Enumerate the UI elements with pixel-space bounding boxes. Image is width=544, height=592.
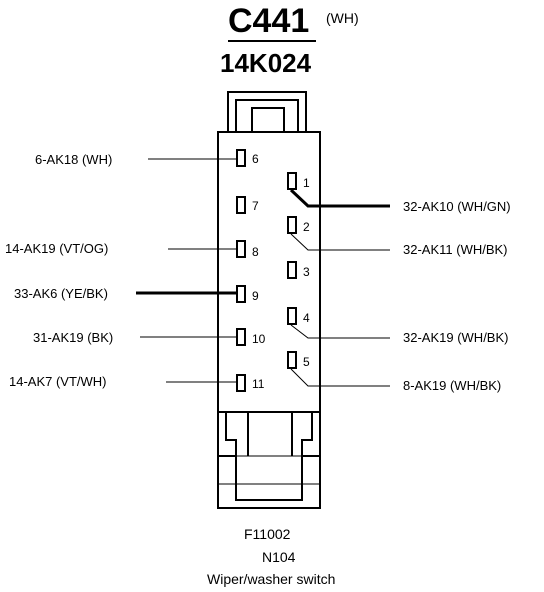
pin-3 [287, 261, 297, 279]
connector-id: C441 [228, 2, 310, 40]
pin-2 [287, 216, 297, 234]
pin-4 [287, 307, 297, 325]
svg-text:10: 10 [252, 332, 266, 346]
part-number: 14K024 [220, 48, 312, 78]
caption: Wiper/washer switch [207, 571, 336, 587]
pin-8 [236, 240, 246, 258]
figure-code: F11002 [244, 526, 291, 542]
wire-label-pin-1: 32-AK10 (WH/GN) [403, 199, 511, 214]
svg-text:3: 3 [303, 265, 310, 279]
pin-9 [236, 285, 246, 303]
svg-text:9: 9 [252, 289, 259, 303]
svg-text:7: 7 [252, 199, 259, 213]
svg-text:1: 1 [303, 176, 310, 190]
wire-label-pin-8: 14-AK19 (VT/OG) [5, 241, 109, 256]
wire-label-pin-6: 6-AK18 (WH) [35, 152, 113, 167]
connector-bottom [217, 412, 321, 509]
pin-10 [236, 328, 246, 346]
pin-11 [236, 374, 246, 392]
wire-label-pin-10: 31-AK19 (BK) [33, 330, 114, 345]
wire-label-pin-2: 32-AK11 (WH/BK) [403, 242, 508, 257]
connector-body [217, 131, 321, 413]
wire-label-pin-9: 33-AK6 (YE/BK) [14, 286, 108, 301]
pin-5 [287, 351, 297, 369]
pin-7 [236, 196, 246, 214]
latch-outer [227, 91, 307, 132]
wire-label-pin-4: 32-AK19 (WH/BK) [403, 330, 509, 345]
pin-6 [236, 149, 246, 167]
svg-text:8: 8 [252, 245, 259, 259]
latch-tab [251, 107, 285, 133]
sub-code: N104 [262, 549, 296, 565]
wire-label-pin-5: 8-AK19 (WH/BK) [403, 378, 502, 393]
pin-1 [287, 172, 297, 190]
svg-text:6: 6 [252, 152, 259, 166]
svg-text:5: 5 [303, 355, 310, 369]
latch-inner [235, 99, 299, 132]
svg-text:2: 2 [303, 220, 310, 234]
connector-color: (WH) [326, 10, 359, 26]
svg-text:4: 4 [303, 311, 310, 325]
wire-label-pin-11: 14-AK7 (VT/WH) [9, 374, 107, 389]
svg-text:11: 11 [252, 377, 265, 391]
